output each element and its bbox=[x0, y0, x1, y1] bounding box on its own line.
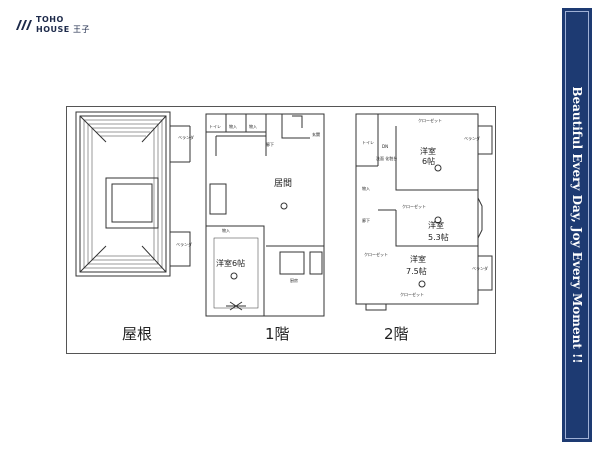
roof-hatch-top bbox=[84, 119, 162, 137]
brand-name: TOHO HOUSE 王子 bbox=[36, 15, 90, 35]
roof-hatch-left bbox=[83, 120, 93, 268]
f1-room-inner bbox=[213, 237, 259, 309]
f1-storage1-label: 物入 bbox=[229, 123, 237, 129]
roof-veranda-bottom-outline bbox=[170, 231, 191, 267]
f1-top-rooms bbox=[206, 114, 267, 156]
f2-hall-label: 廊下 bbox=[362, 217, 370, 223]
side-banner-border bbox=[565, 11, 589, 439]
f1-hall-lines bbox=[215, 135, 266, 156]
f2-veranda-top-label: ベランダ bbox=[464, 135, 480, 141]
side-banner: Beautiful Every Day, Joy Every Moment !! bbox=[562, 8, 592, 442]
f1-bath bbox=[209, 183, 227, 215]
f1-storage2-label: 物入 bbox=[249, 123, 257, 129]
f1-room-light bbox=[230, 272, 238, 280]
f2-room-a-walls bbox=[395, 126, 478, 191]
f2-room-b-size: 5.3帖 bbox=[428, 232, 449, 242]
brand-name-suffix: 王子 bbox=[73, 25, 91, 34]
first-floor-label: 1階 bbox=[265, 325, 290, 343]
side-banner-text: Beautiful Every Day, Joy Every Moment !! bbox=[570, 86, 584, 364]
f2-toilet-wall bbox=[356, 114, 379, 167]
f1-stair-lines bbox=[292, 115, 303, 128]
f1-stove bbox=[309, 251, 323, 275]
f2-closet-mid-label: クローゼット bbox=[402, 203, 426, 209]
roof-box bbox=[105, 177, 159, 229]
brand-name-line1: TOHO bbox=[36, 15, 64, 24]
roof-inner bbox=[79, 115, 167, 273]
f2-room-b-label: 洋室 bbox=[428, 220, 444, 230]
roof-veranda-top-outline bbox=[170, 125, 191, 163]
f2-veranda-right bbox=[478, 255, 493, 291]
roof-floor-label: 屋根 bbox=[122, 325, 153, 343]
f1-window-mark bbox=[226, 301, 246, 311]
roof-hatch-bottom bbox=[84, 255, 162, 269]
f2-room-b-walls bbox=[395, 210, 478, 247]
brand-logo: TOHO HOUSE 王子 bbox=[14, 12, 104, 40]
f1-kitchen-label: 厨房 bbox=[290, 277, 298, 283]
f2-washroom-label: 洗面 化粧台 bbox=[376, 155, 397, 161]
f2-room-a-size: 6帖 bbox=[422, 156, 435, 166]
f2-closet-bottom-label: クローゼット bbox=[400, 291, 424, 297]
roof-veranda-top-label: ベランダ bbox=[178, 134, 194, 140]
f1-entrance-lines bbox=[281, 114, 310, 139]
f2-veranda-right-label: ベランダ bbox=[472, 265, 488, 271]
first-floor-plan bbox=[205, 113, 325, 317]
f2-toilet-label: トイレ bbox=[362, 140, 374, 145]
f2-room-a-light bbox=[434, 164, 442, 172]
f2-balcony bbox=[365, 303, 387, 311]
f2-bay-window bbox=[477, 197, 483, 239]
f1-living-label: 居間 bbox=[274, 178, 292, 189]
floorplan-frame bbox=[66, 106, 496, 354]
floorplan-drawing: ベランダ ベランダ トイレ 物入 物入 廊下 玄関 居間 物入 洋室6帖 厨房 bbox=[75, 111, 493, 317]
roof-box-inner bbox=[111, 183, 153, 223]
second-floor-label: 2階 bbox=[384, 325, 409, 343]
roof-hip-lines bbox=[79, 115, 167, 273]
f2-outline bbox=[355, 113, 479, 305]
f2-room-c-label: 洋室 bbox=[410, 254, 426, 264]
f2-veranda-top bbox=[478, 125, 493, 155]
f1-living-light bbox=[280, 202, 288, 210]
f2-closet-left-label: クローゼット bbox=[364, 251, 388, 257]
roof-veranda-bottom-label: ベランダ bbox=[176, 241, 192, 247]
f1-room-walls bbox=[206, 225, 265, 316]
f1-toilet-label: トイレ bbox=[209, 124, 221, 129]
f2-storage-label: 物入 bbox=[362, 185, 370, 191]
f2-room-b-light bbox=[434, 216, 442, 224]
brand-name-line2: HOUSE bbox=[36, 25, 70, 34]
f2-closet-top-label: クローゼット bbox=[418, 117, 442, 123]
f2-dn-label: DN bbox=[382, 144, 388, 149]
f1-storage3-label: 物入 bbox=[222, 227, 230, 233]
second-floor-plan bbox=[355, 113, 493, 311]
f1-outline bbox=[205, 113, 325, 317]
f1-hall-label: 廊下 bbox=[266, 141, 274, 147]
logo-mark-icon bbox=[16, 20, 32, 30]
roof-plan bbox=[75, 111, 191, 277]
roof-outline bbox=[75, 111, 171, 277]
f2-room-c-size: 7.5帖 bbox=[406, 266, 427, 276]
f1-room-label: 洋室6帖 bbox=[216, 258, 245, 268]
f1-sink bbox=[279, 251, 305, 275]
f1-entrance-label: 玄関 bbox=[312, 131, 320, 137]
f2-room-a-label: 洋室 bbox=[420, 146, 436, 156]
f2-room-c-light bbox=[418, 280, 426, 288]
